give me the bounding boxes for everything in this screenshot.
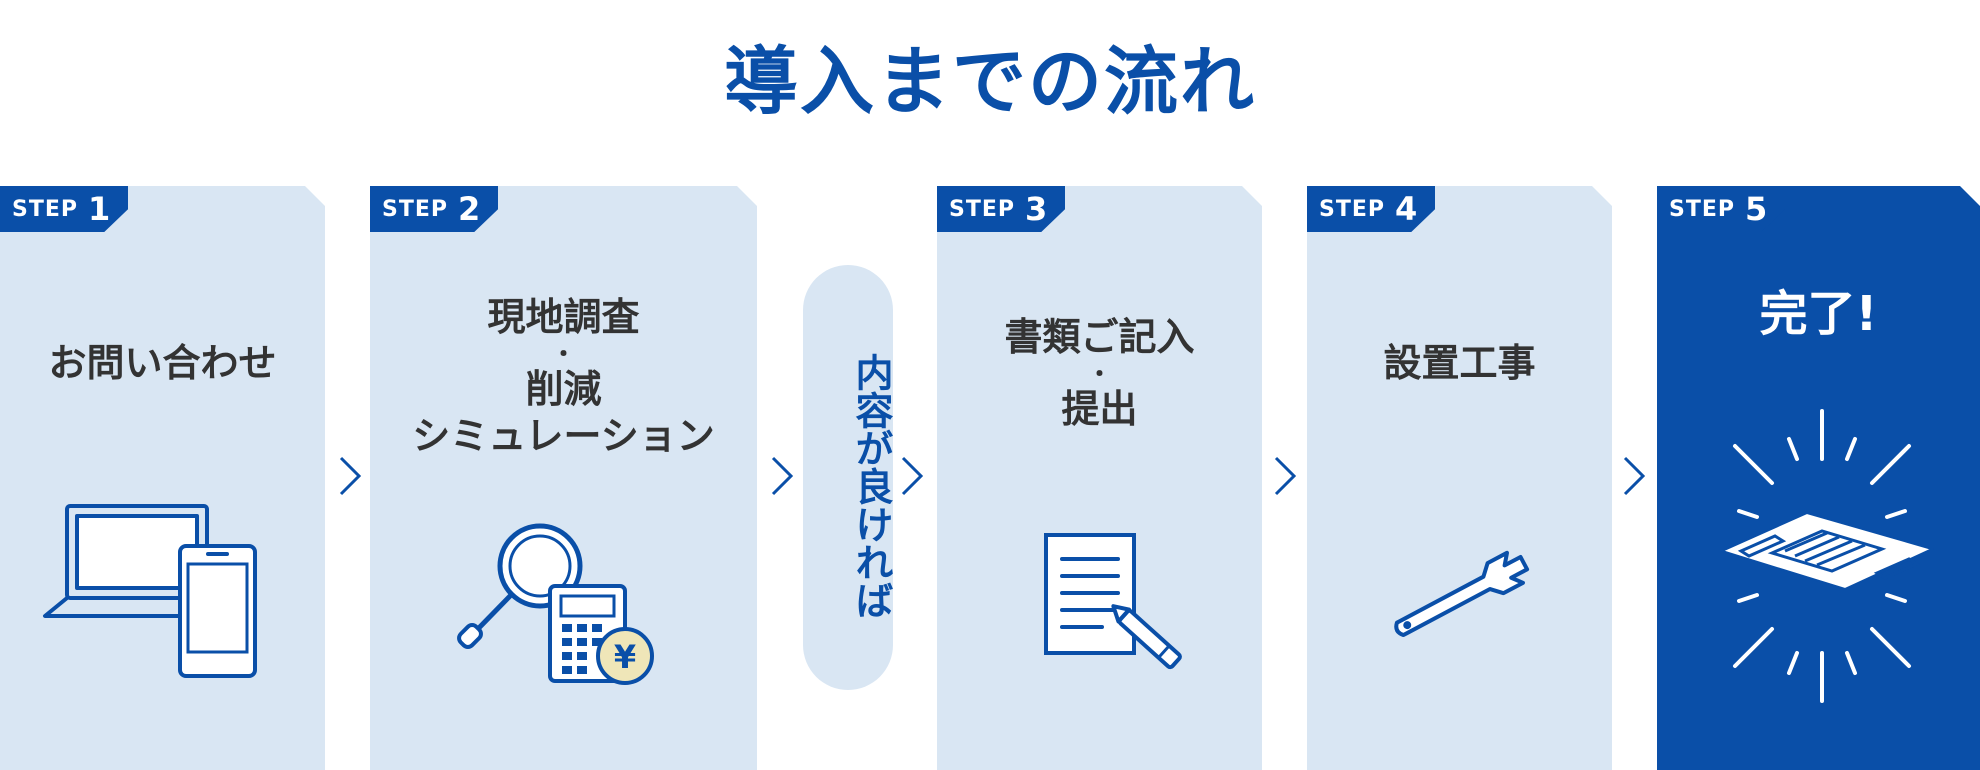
step-text: お問い合わせ bbox=[48, 341, 277, 385]
card-corner bbox=[1592, 186, 1612, 206]
step-card-2: STEP 2 現地調査 ・ 削減 シミュレーション ¥ bbox=[370, 186, 757, 770]
step-badge: STEP 4 bbox=[1307, 186, 1435, 232]
step-text-line: 現地調査 bbox=[487, 295, 640, 339]
card-corner bbox=[737, 186, 757, 206]
step-card-4: STEP 4 設置工事 bbox=[1307, 186, 1612, 770]
step-badge-label: STEP bbox=[1669, 196, 1736, 222]
step-card-3: STEP 3 書類ご記入 ・ 提出 bbox=[937, 186, 1262, 770]
step-text-line: 提出 bbox=[1061, 386, 1138, 431]
step-badge-number: 2 bbox=[458, 190, 481, 228]
step-badge-number: 1 bbox=[88, 190, 111, 228]
step-text: 完了! bbox=[1759, 286, 1878, 342]
card-corner bbox=[1960, 186, 1980, 206]
step-badge-number: 5 bbox=[1745, 190, 1768, 228]
laptop-phone-icon bbox=[43, 504, 257, 678]
condition-text: 内容が良ければ bbox=[849, 353, 893, 619]
card-corner bbox=[305, 186, 325, 206]
condition-pill: 内容が良ければ bbox=[803, 265, 893, 690]
card-corner bbox=[1242, 186, 1262, 206]
step-text: 現地調査 ・ 削減 シミュレーション bbox=[370, 294, 757, 461]
step-badge-number: 4 bbox=[1395, 190, 1418, 228]
air-conditioner-sparkle-icon bbox=[1719, 409, 1935, 703]
step-text-line: ・ bbox=[1087, 359, 1112, 388]
step-badge: STEP 1 bbox=[0, 186, 128, 232]
magnifier-calculator-yen-icon: ¥ bbox=[457, 523, 654, 685]
step-text: 書類ご記入 ・ 提出 bbox=[937, 314, 1262, 433]
chevron-right-icon bbox=[1623, 456, 1646, 496]
document-pen-icon bbox=[1044, 533, 1182, 670]
wrench-icon bbox=[1394, 550, 1530, 638]
step-badge-label: STEP bbox=[12, 196, 79, 222]
step-text-line: シミュレーション bbox=[412, 414, 715, 458]
step-badge-label: STEP bbox=[382, 196, 449, 222]
step-text: 設置工事 bbox=[1383, 341, 1536, 385]
step-badge-number: 3 bbox=[1025, 190, 1048, 228]
step-badge: STEP 5 bbox=[1657, 186, 1785, 232]
chevron-right-icon bbox=[771, 456, 794, 496]
step-badge: STEP 3 bbox=[937, 186, 1065, 232]
chevron-right-icon bbox=[339, 456, 362, 496]
step-badge-label: STEP bbox=[1319, 196, 1386, 222]
step-text-line: ・ bbox=[551, 339, 576, 368]
svg-text:¥: ¥ bbox=[614, 638, 636, 676]
chevron-right-icon bbox=[1274, 456, 1297, 496]
chevron-right-icon bbox=[901, 456, 924, 496]
step-badge-label: STEP bbox=[949, 196, 1016, 222]
step-badge: STEP 2 bbox=[370, 186, 498, 232]
step-card-1: STEP 1 お問い合わせ bbox=[0, 186, 325, 770]
page-title: 導入までの流れ bbox=[724, 39, 1256, 125]
step-text-line: 書類ご記入 bbox=[1004, 315, 1195, 359]
step-text-line: 削減 bbox=[525, 366, 602, 411]
step-card-5: STEP 5 完了! bbox=[1657, 186, 1980, 770]
